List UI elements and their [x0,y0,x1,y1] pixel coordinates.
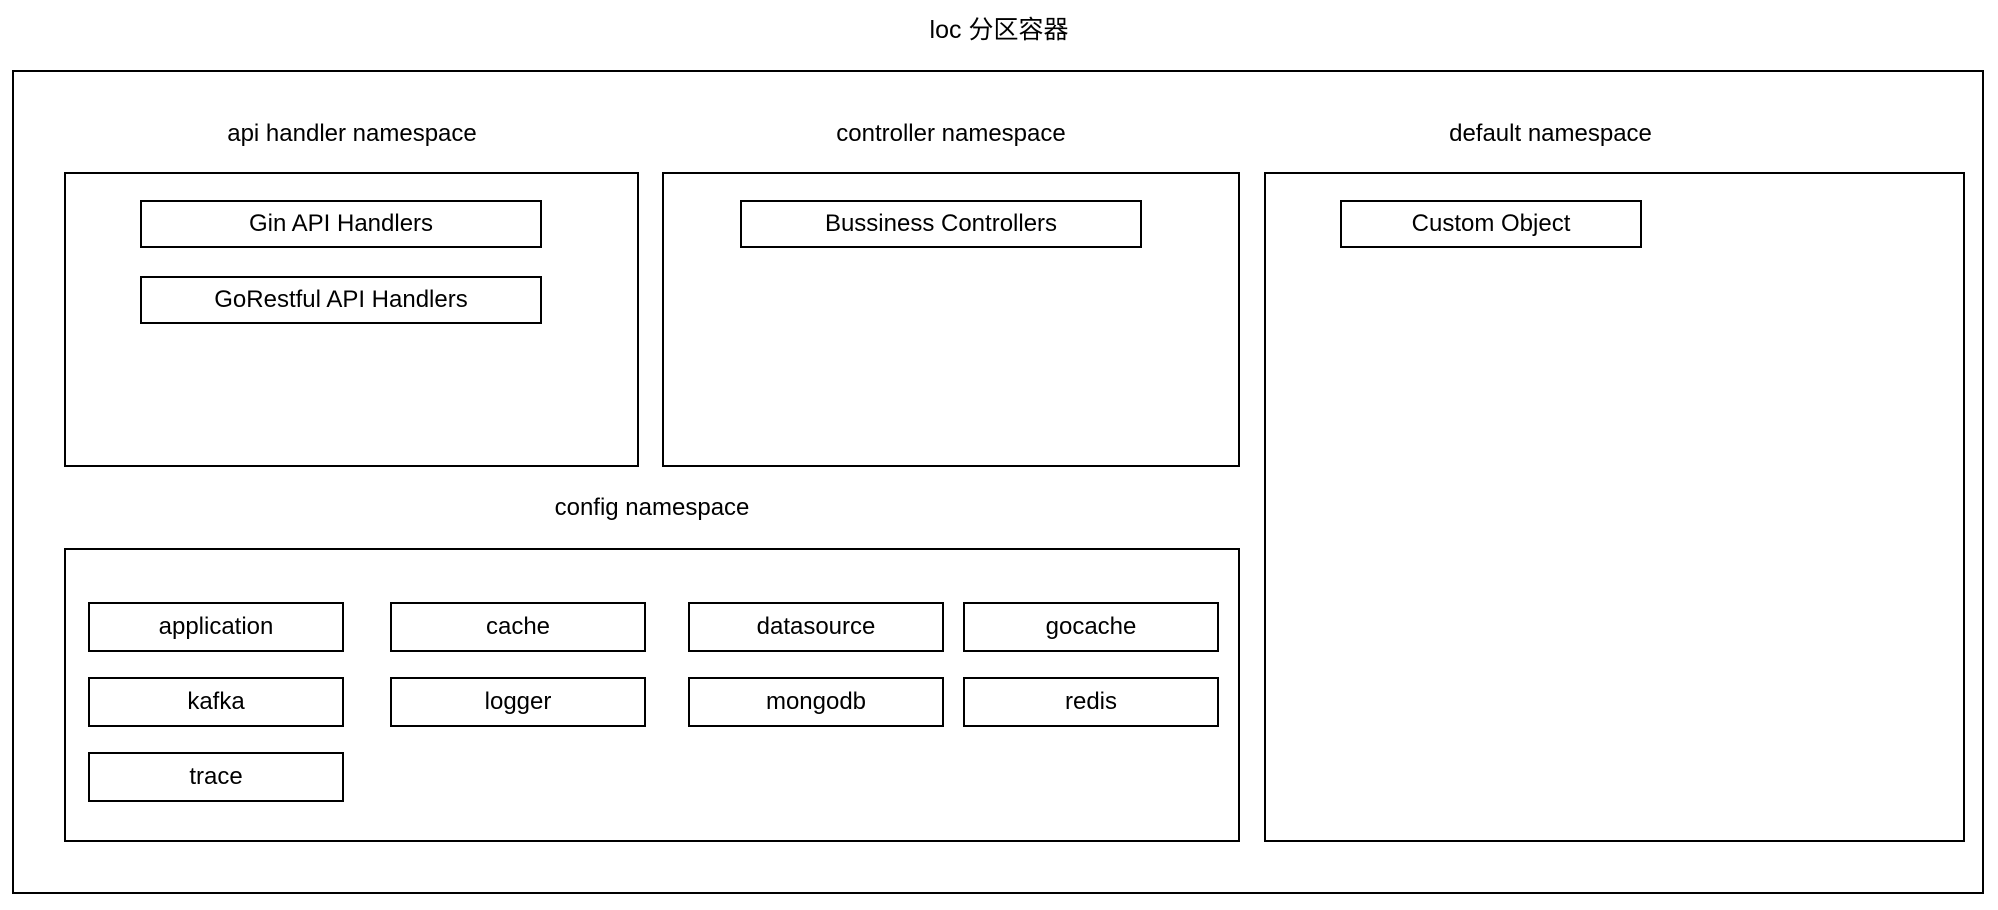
config-redis-box: redis [963,677,1219,727]
config-logger-box: logger [390,677,646,727]
controller-namespace-box: Bussiness Controllers [662,172,1240,467]
diagram-title: loc 分区容器 [929,16,1069,44]
config-trace-box: trace [88,752,344,802]
config-kafka-box: kafka [88,677,344,727]
config-datasource-box: datasource [688,602,944,652]
gin-api-handlers-box: Gin API Handlers [140,200,542,248]
gorestful-api-handlers-box: GoRestful API Handlers [140,276,542,324]
config-application-box: application [88,602,344,652]
default-namespace-label: default namespace [1449,120,1652,147]
bussiness-controllers-box: Bussiness Controllers [740,200,1142,248]
config-cache-box: cache [390,602,646,652]
controller-namespace-label: controller namespace [836,120,1066,147]
api-handler-namespace-label: api handler namespace [227,120,477,147]
config-namespace-label: config namespace [554,494,750,521]
config-mongodb-box: mongodb [688,677,944,727]
default-namespace-box: Custom Object [1264,172,1965,842]
api-handler-namespace-box: Gin API Handlers GoRestful API Handlers [64,172,639,467]
config-gocache-box: gocache [963,602,1219,652]
config-namespace-box: application cache datasource gocache kaf… [64,548,1240,842]
ioc-partition-container: api handler namespace Gin API Handlers G… [12,70,1984,894]
custom-object-box: Custom Object [1340,200,1642,248]
